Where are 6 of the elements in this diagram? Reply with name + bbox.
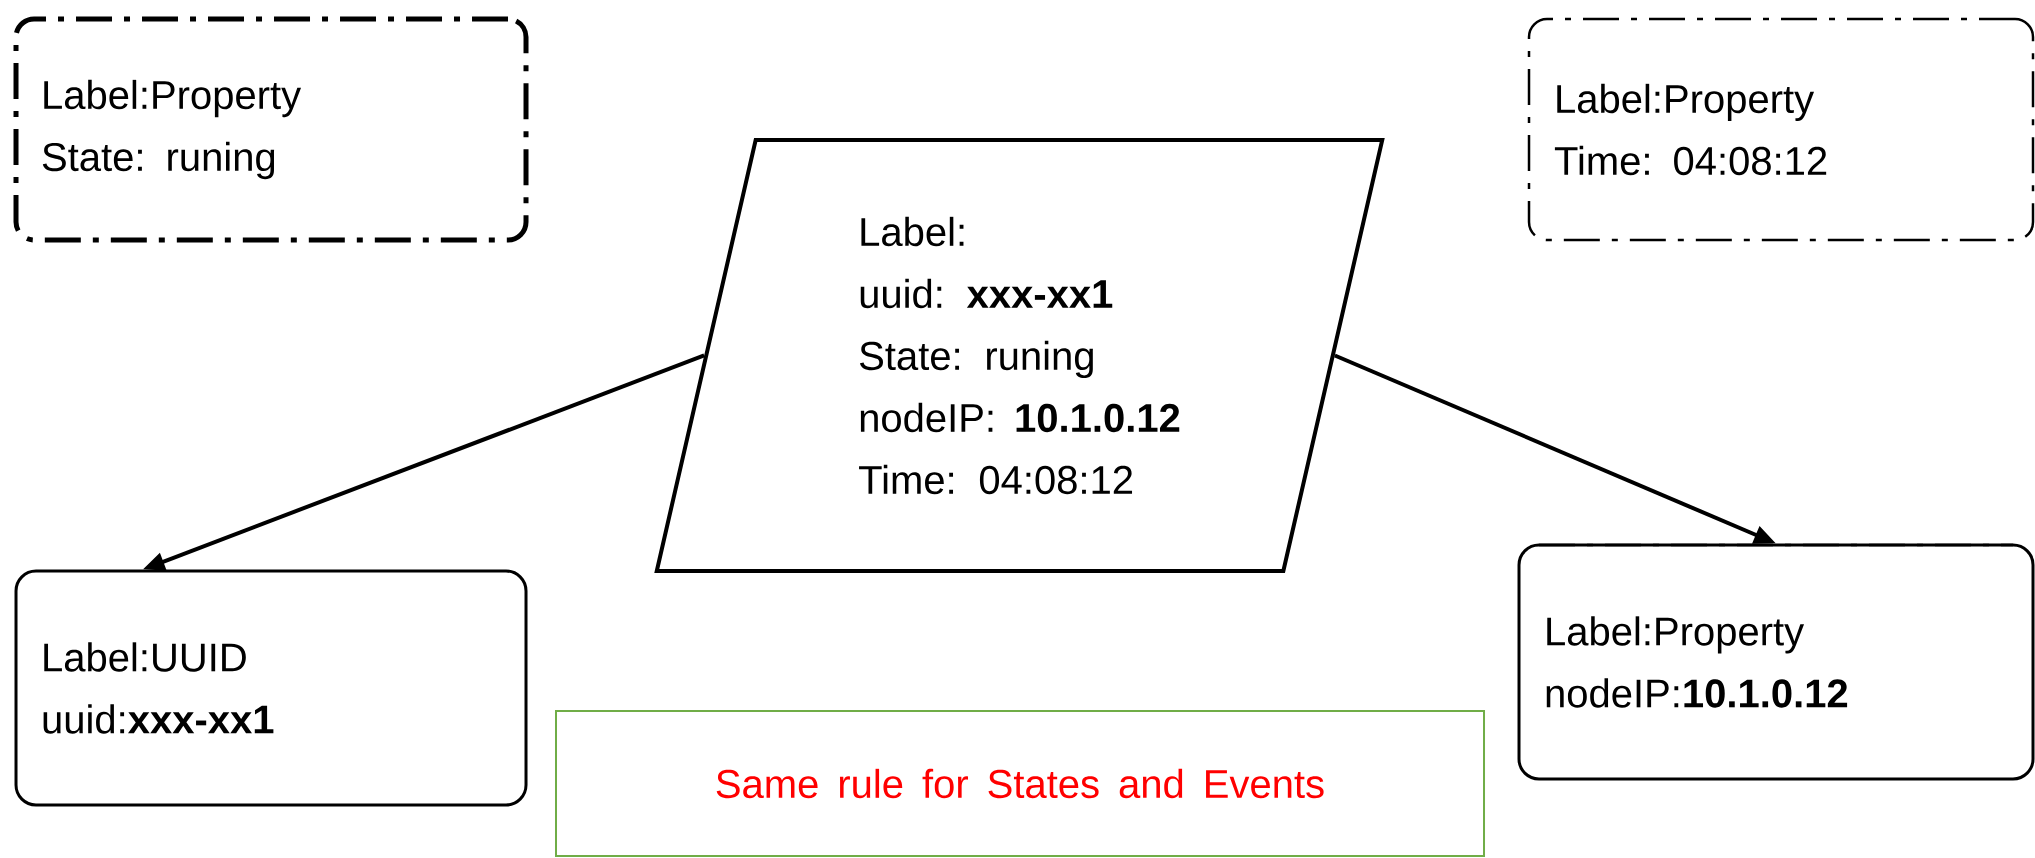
note-box: Same rule for States and Events — [555, 710, 1485, 857]
parallelogram-node: Label: uuid: xxx-xx1 State: runing nodeIP: 10.1.0.12 Time: 04:08:12 — [654, 138, 1385, 573]
uuid-box: Label:UUID uuid:xxx-xx1 — [14, 569, 528, 807]
property-box: Label:Property nodeIP:10.1.0.12 — [1517, 543, 2035, 781]
property-box: Label:Property State: runing — [13, 16, 529, 243]
property-box: Label:Property Time: 04:08:12 — [1527, 17, 2035, 242]
